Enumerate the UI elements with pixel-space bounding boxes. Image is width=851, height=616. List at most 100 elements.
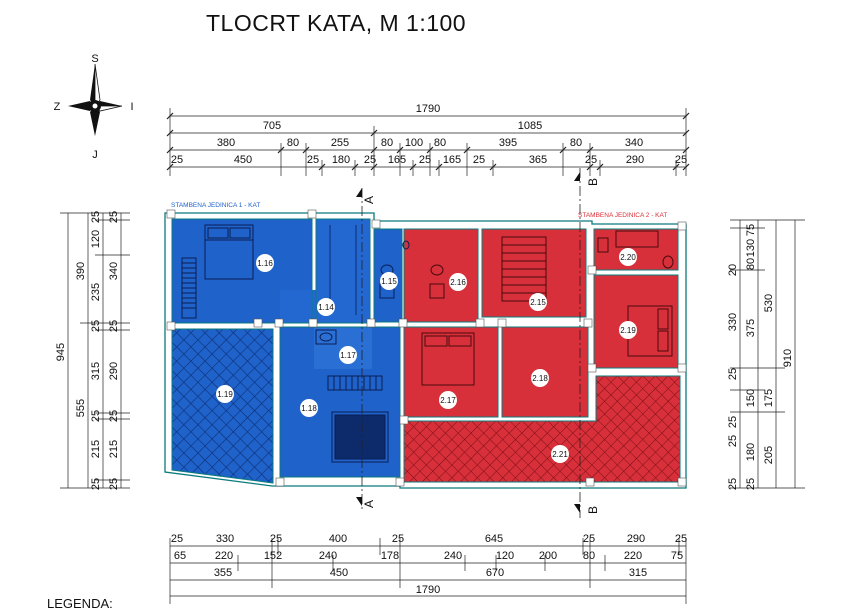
room-label-2-15: 2.15 (530, 298, 546, 307)
section-b-bottom-label: B (586, 506, 600, 514)
dim-right-2-2: 175 (763, 389, 775, 407)
dim-top-3-1: 380 (217, 137, 235, 149)
dim-bot-2-2: 220 (215, 550, 233, 562)
right-dimension-labels: 910 530 175 205 130 80 75 375 150 180 25… (727, 224, 794, 490)
right-dimension-chains (730, 219, 805, 489)
dim-top-4-6: 165 (388, 154, 406, 166)
dim-top-4-1: 25 (171, 154, 183, 166)
dim-right-3-7: 25 (745, 478, 757, 490)
dim-left-total: 945 (55, 343, 67, 361)
dim-left-2-1: 390 (75, 262, 87, 280)
room-2-19-area (594, 275, 678, 368)
floor-plan: 1.16 1.14 1.15 1.17 1.18 1.19 2.16 2.15 … (164, 202, 687, 489)
dim-bot-1-4: 400 (329, 533, 347, 545)
dim-bot-2-7: 120 (496, 550, 514, 562)
dim-bot-2-10: 220 (624, 550, 642, 562)
dim-left-3-4: 25 (90, 320, 102, 332)
drawing-title: TLOCRT KATA, M 1:100 (206, 10, 467, 36)
dim-bot-1-2: 330 (216, 533, 234, 545)
dim-right-2-3: 205 (763, 446, 775, 464)
dim-right-3-2: 80 (745, 258, 757, 270)
dim-bot-2-8: 200 (539, 550, 557, 562)
dim-right-4-4: 25 (727, 416, 739, 428)
room-label-1-16: 1.16 (257, 259, 273, 268)
dim-top-2-2: 1085 (518, 120, 542, 132)
dim-bot-1-9: 25 (675, 533, 687, 545)
left-dimension-labels: 945 390 555 25 120 235 25 315 25 215 25 … (55, 211, 120, 490)
dim-bot-2-11: 75 (671, 550, 683, 562)
dim-top-total: 1790 (416, 103, 440, 115)
dim-right-4-2: 330 (727, 313, 739, 331)
legend-label: LEGENDA: (47, 596, 113, 611)
room-2-21-terrace (404, 376, 680, 482)
dim-top-4-4: 180 (332, 154, 350, 166)
room-label-1-14: 1.14 (318, 303, 334, 312)
compass-rose: S J Z I (54, 53, 134, 161)
section-arrows (356, 172, 580, 513)
dim-bot-1-5: 25 (392, 533, 404, 545)
dim-left-4-2: 340 (108, 262, 120, 280)
room-label-1-19: 1.19 (217, 390, 233, 399)
compass-west-label: Z (54, 101, 61, 113)
dim-right-4-6: 25 (727, 478, 739, 490)
room-label-2-20: 2.20 (620, 253, 636, 262)
dim-left-4-4: 290 (108, 362, 120, 380)
dim-left-4-1: 25 (108, 211, 120, 223)
compass-south-label: J (92, 149, 98, 161)
dim-right-3-6: 180 (745, 443, 757, 461)
dim-top-4-11: 25 (585, 154, 597, 166)
dim-bot-3-4: 315 (629, 567, 647, 579)
dim-bot-1-6: 645 (485, 533, 503, 545)
top-dimension-labels: 1790 705 1085 380 80 255 80 100 80 395 8… (171, 103, 687, 166)
dim-right-4-5: 25 (727, 435, 739, 447)
dim-bot-1-8: 290 (627, 533, 645, 545)
room-label-2-17: 2.17 (440, 396, 456, 405)
dim-left-3-5: 315 (90, 362, 102, 380)
dim-left-3-3: 235 (90, 283, 102, 301)
dim-top-3-8: 80 (570, 137, 582, 149)
dim-top-3-4: 80 (381, 137, 393, 149)
bottom-dimension-chains (169, 538, 687, 604)
dim-left-3-8: 25 (90, 478, 102, 490)
dim-right-3-1: 130 (745, 239, 757, 257)
dim-bot-1-3: 25 (270, 533, 282, 545)
room-label-2-19: 2.19 (620, 326, 636, 335)
section-b-top-label: B (586, 178, 600, 186)
dim-top-4-13: 25 (675, 154, 687, 166)
dim-right-total: 910 (782, 349, 794, 367)
room-label-2-16: 2.16 (450, 278, 466, 287)
dim-bot-2-3: 152 (264, 550, 282, 562)
dim-right-4-3: 25 (727, 368, 739, 380)
dim-top-4-3: 25 (307, 154, 319, 166)
dim-right-3-4: 375 (745, 319, 757, 337)
dim-top-4-7: 25 (419, 154, 431, 166)
dim-right-3-5: 150 (745, 389, 757, 407)
top-dimension-ticks (166, 112, 690, 171)
dim-left-4-6: 215 (108, 440, 120, 458)
dim-bot-3-3: 670 (486, 567, 504, 579)
dim-left-4-7: 25 (108, 478, 120, 490)
dim-top-4-9: 25 (473, 154, 485, 166)
dim-top-4-8: 165 (443, 154, 461, 166)
unit-2-label: STAMBENA JEDINICA 2 - KAT (578, 212, 667, 219)
dim-top-3-6: 80 (434, 137, 446, 149)
dim-top-3-3: 255 (331, 137, 349, 149)
dim-top-3-7: 395 (499, 137, 517, 149)
dim-bot-1-7: 25 (583, 533, 595, 545)
section-a-top-label: A (362, 196, 376, 204)
dim-left-2-2: 555 (75, 399, 87, 417)
room-2-16-area (404, 229, 478, 322)
dim-bot-3-2: 450 (330, 567, 348, 579)
room-label-1-17: 1.17 (340, 351, 356, 360)
dim-top-4-10: 365 (529, 154, 547, 166)
room-1-19-terrace (172, 329, 273, 483)
room-label-2-18: 2.18 (532, 374, 548, 383)
dim-left-3-7: 215 (90, 440, 102, 458)
dim-bot-2-4: 240 (319, 550, 337, 562)
dim-left-3-2: 120 (90, 230, 102, 248)
dim-left-4-5: 25 (108, 410, 120, 422)
dim-bot-total: 1790 (416, 584, 440, 596)
dim-left-4-3: 25 (108, 320, 120, 332)
compass-north-label: S (91, 53, 98, 65)
